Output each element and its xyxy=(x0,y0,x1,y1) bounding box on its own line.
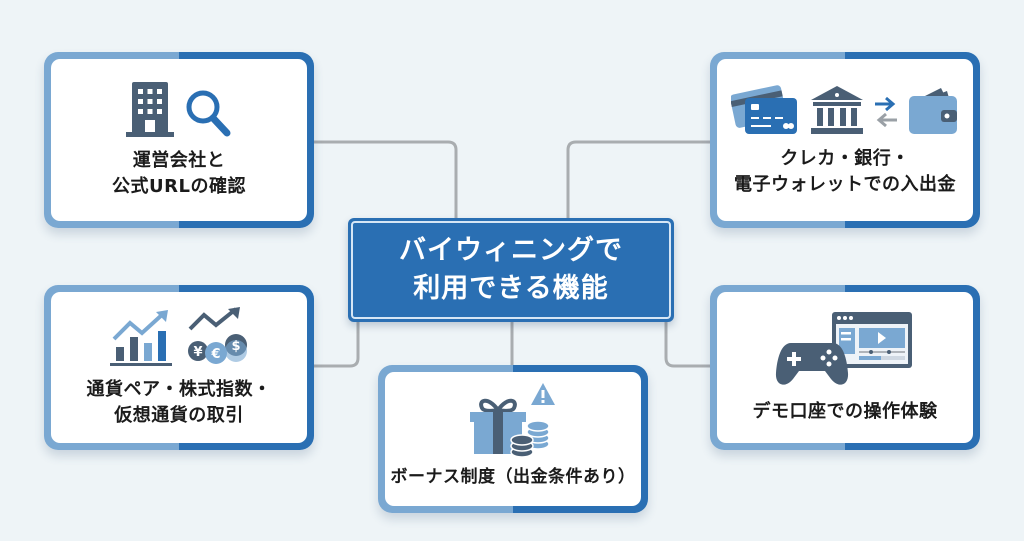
currency-coins-icon: ¥ € $ xyxy=(188,306,247,364)
feature-label-line1: 通貨ペア・株式指数・ xyxy=(86,378,272,400)
feature-card-demo: デモ口座での操作体験 xyxy=(710,285,980,450)
connector-top-left xyxy=(314,140,458,218)
feature-label: ボーナス制度（出金条件あり） xyxy=(390,467,636,487)
magnifier-icon xyxy=(186,90,231,137)
central-title-line2: 利用できる機能 xyxy=(413,273,609,304)
video-window-icon xyxy=(832,311,912,368)
building-icon xyxy=(126,82,174,137)
feature-label: デモ口座での操作体験 xyxy=(752,400,938,422)
central-topic-box: バイウィニングで 利用できる機能 xyxy=(348,218,674,322)
feature-card-company-check: 運営会社と 公式URLの確認 xyxy=(44,52,314,228)
bank-icon xyxy=(811,86,863,134)
feature-label-line1: クレカ・銀行・ xyxy=(780,148,910,169)
feature-label-line1: 運営会社と xyxy=(132,150,226,171)
connector-top-right xyxy=(566,140,710,218)
transfer-arrows-icon xyxy=(875,96,897,128)
dollar-symbol: $ xyxy=(231,339,240,354)
connector-bottom-right xyxy=(664,322,710,368)
connector-bottom-left xyxy=(314,322,360,368)
credit-card-icon xyxy=(731,85,797,134)
feature-card-deposit-withdraw: クレカ・銀行・ 電子ウォレットでの入出金 xyxy=(710,52,980,228)
wallet-icon xyxy=(909,88,957,134)
central-title-line1: バイウィニングで xyxy=(399,235,623,266)
feature-label-line2: 公式URLの確認 xyxy=(112,176,246,197)
warning-icon xyxy=(531,383,555,405)
feature-label-line2: 仮想通貨の取引 xyxy=(114,404,244,426)
feature-label-line2: 電子ウォレットでの入出金 xyxy=(734,174,956,195)
coin-stack-icon xyxy=(510,420,550,458)
feature-card-trading: ¥ € $ 通貨ペア・株式指数・ 仮想通貨の取引 xyxy=(44,285,314,450)
yen-symbol: ¥ xyxy=(193,345,202,360)
bar-chart-icon xyxy=(110,309,172,366)
euro-symbol: € xyxy=(210,347,220,362)
feature-card-bonus: ボーナス制度（出金条件あり） xyxy=(378,365,648,513)
gamepad-icon xyxy=(775,342,849,385)
